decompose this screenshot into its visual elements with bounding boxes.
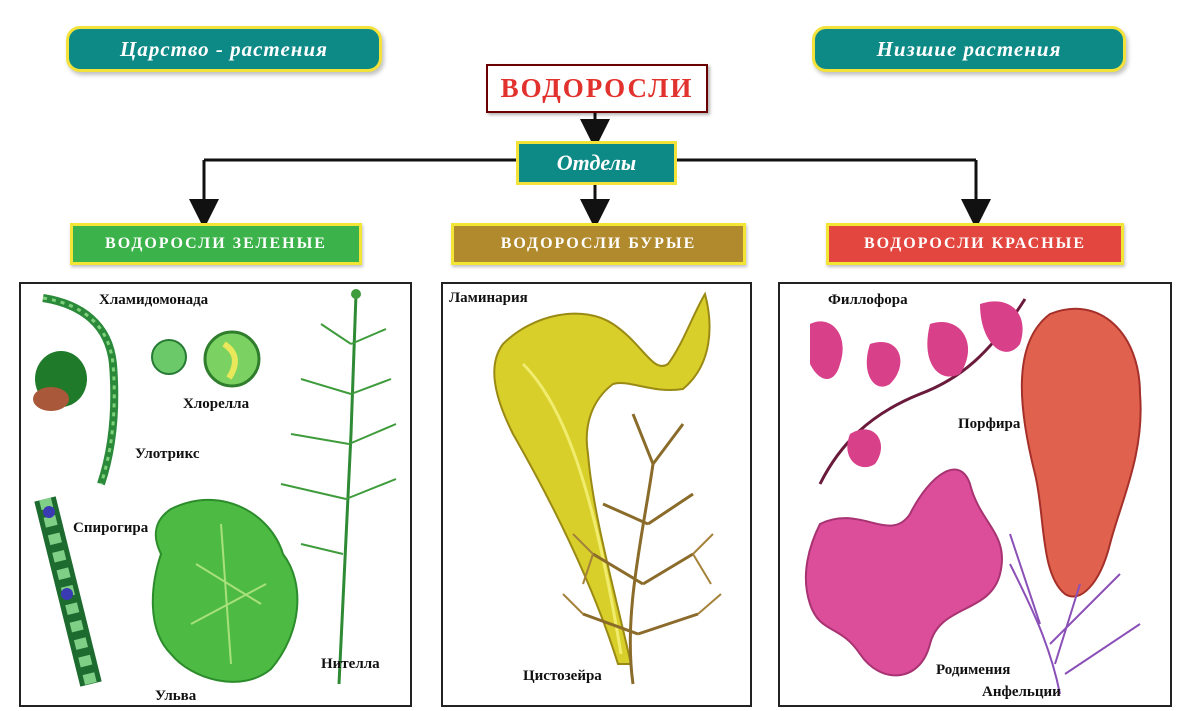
green-algae-illustration (21, 284, 410, 705)
label-chlamydomonas: Хламидомонада (99, 292, 208, 309)
brown-algae-illustration (443, 284, 750, 705)
label-ahnfeltia: Анфельции (982, 684, 1061, 701)
root-label: ВОДОРОСЛИ (501, 73, 694, 104)
lower-plants-badge: Низшие растения (812, 26, 1126, 72)
label-phyllophora: Филлофора (828, 292, 908, 309)
red-algae-illustration (780, 284, 1170, 705)
label-ulva: Ульва (155, 688, 196, 705)
root-node: ВОДОРОСЛИ (486, 64, 708, 113)
label-ulothrix: Улотрикс (135, 446, 200, 463)
divisions-node: Отделы (516, 141, 677, 185)
label-porphyra: Порфира (958, 416, 1020, 433)
brown-algae-node: ВОДОРОСЛИ БУРЫЕ (451, 223, 746, 265)
green-algae-panel: Хламидомонада Хлорелла Улотрикс Спирогир… (19, 282, 412, 707)
brown-algae-panel: Ламинария Цистозейра (441, 282, 752, 707)
red-algae-panel: Филлофора Порфира Родимения Анфельции (778, 282, 1172, 707)
label-chlorella: Хлорелла (183, 396, 249, 413)
label-rhodymenia: Родимения (936, 662, 1010, 679)
label-nitella: Нителла (321, 656, 380, 673)
lower-plants-label: Низшие растения (877, 37, 1062, 62)
green-algae-node: ВОДОРОСЛИ ЗЕЛЕНЫЕ (70, 223, 362, 265)
label-spirogyra: Спирогира (73, 520, 148, 537)
red-algae-label: ВОДОРОСЛИ КРАСНЫЕ (864, 235, 1086, 253)
label-cystoseira: Цистозейра (523, 668, 602, 685)
divisions-label: Отделы (557, 150, 636, 176)
kingdom-badge: Царство - растения (66, 26, 382, 72)
red-algae-node: ВОДОРОСЛИ КРАСНЫЕ (826, 223, 1124, 265)
kingdom-label: Царство - растения (120, 37, 328, 62)
brown-algae-label: ВОДОРОСЛИ БУРЫЕ (501, 235, 697, 253)
green-algae-label: ВОДОРОСЛИ ЗЕЛЕНЫЕ (105, 235, 327, 253)
label-laminaria: Ламинария (449, 290, 528, 307)
